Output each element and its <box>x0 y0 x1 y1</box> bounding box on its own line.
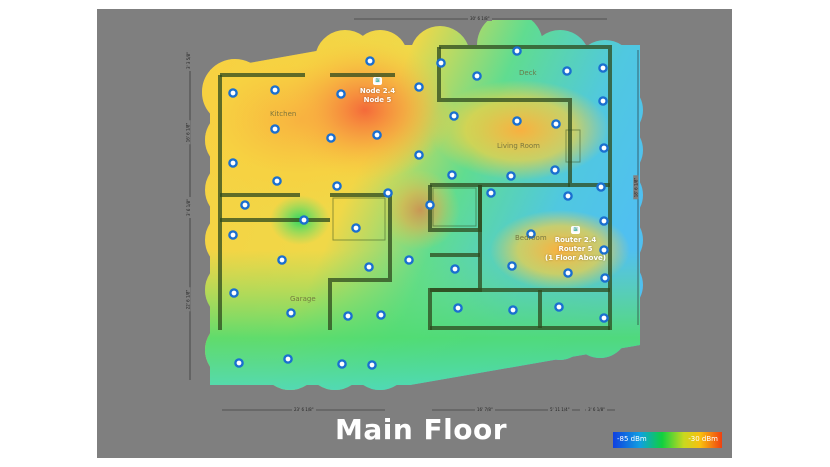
measurement-point[interactable] <box>449 111 459 121</box>
signal-legend: -85 dBm -30 dBm <box>613 432 722 448</box>
measurement-point[interactable] <box>453 303 463 313</box>
measurement-point[interactable] <box>425 200 435 210</box>
measurement-point[interactable] <box>414 82 424 92</box>
ap-name-24: Node 2.4 <box>359 87 396 95</box>
dimension-bottom-right2: 3' 6 1/8" <box>586 407 608 412</box>
measurement-point[interactable] <box>599 143 609 153</box>
measurement-point[interactable] <box>600 273 610 283</box>
measurement-point[interactable] <box>336 89 346 99</box>
measurement-point[interactable] <box>364 262 374 272</box>
measurement-point[interactable] <box>508 305 518 315</box>
dimension-left-2: 16' 6 1/8" <box>185 120 191 145</box>
ap-name-24: Router 2.4 <box>554 236 597 244</box>
measurement-point[interactable] <box>272 176 282 186</box>
dimension-bottom-left: 23' 6 1/8" <box>292 407 316 412</box>
measurement-point[interactable] <box>598 63 608 73</box>
dimension-left-4: 22' 6 1/8" <box>185 287 191 312</box>
measurement-point[interactable] <box>286 308 296 318</box>
measurement-point[interactable] <box>512 46 522 56</box>
dimension-bottom-mid: 16' 7/8" <box>475 407 495 412</box>
room-label-kitchen: Kitchen <box>270 110 297 118</box>
measurement-point[interactable] <box>598 96 608 106</box>
measurement-point[interactable] <box>337 359 347 369</box>
measurement-point[interactable] <box>506 171 516 181</box>
signal-coverage <box>202 20 643 390</box>
measurement-point[interactable] <box>270 85 280 95</box>
measurement-point[interactable] <box>550 165 560 175</box>
measurement-point[interactable] <box>562 66 572 76</box>
measurement-point[interactable] <box>229 288 239 298</box>
room-label-living-room: Living Room <box>497 142 540 150</box>
measurement-point[interactable] <box>599 216 609 226</box>
measurement-point[interactable] <box>599 313 609 323</box>
measurement-point[interactable] <box>383 188 393 198</box>
ap-name-5: Router 5 <box>558 245 593 253</box>
measurement-point[interactable] <box>228 88 238 98</box>
room-label-bedroom: Bedroom <box>515 234 547 242</box>
measurement-point[interactable] <box>554 302 564 312</box>
dimension-left-1: 3' 3 5/8" <box>186 49 192 72</box>
measurement-point[interactable] <box>240 200 250 210</box>
measurement-point[interactable] <box>351 223 361 233</box>
measurement-point[interactable] <box>283 354 293 364</box>
measurement-point[interactable] <box>563 191 573 201</box>
legend-min: -85 dBm <box>617 435 647 443</box>
measurement-point[interactable] <box>599 245 609 255</box>
floor-title: Main Floor <box>335 413 508 446</box>
dimension-right: 18' 6 1/8" <box>633 175 639 200</box>
measurement-points <box>228 46 610 370</box>
measurement-point[interactable] <box>596 182 606 192</box>
measurement-point[interactable] <box>551 119 561 129</box>
measurement-point[interactable] <box>277 255 287 265</box>
measurement-point[interactable] <box>299 215 309 225</box>
measurement-point[interactable] <box>486 188 496 198</box>
wifi-icon: ≋ <box>373 77 382 85</box>
measurement-point[interactable] <box>228 230 238 240</box>
measurement-point[interactable] <box>270 124 280 134</box>
measurement-point[interactable] <box>414 150 424 160</box>
measurement-point[interactable] <box>512 116 522 126</box>
measurement-point[interactable] <box>343 311 353 321</box>
measurement-point[interactable] <box>376 310 386 320</box>
measurement-point[interactable] <box>526 229 536 239</box>
legend-max: -30 dBm <box>688 435 718 443</box>
measurement-point[interactable] <box>447 170 457 180</box>
ap-floor-note: (1 Floor Above) <box>545 254 606 262</box>
measurement-point[interactable] <box>563 268 573 278</box>
measurement-point[interactable] <box>365 56 375 66</box>
measurement-point[interactable] <box>234 358 244 368</box>
dimension-top: 30' 6 1/8" <box>468 16 492 21</box>
access-point-router[interactable]: ≋ Router 2.4 Router 5 (1 Floor Above) <box>538 226 613 263</box>
access-point-node[interactable]: ≋ Node 2.4 Node 5 <box>350 77 405 105</box>
walls <box>218 45 612 330</box>
measurement-point[interactable] <box>326 133 336 143</box>
measurement-point[interactable] <box>228 158 238 168</box>
dimension-bottom-right1: 5' 11 1/4" <box>548 407 572 412</box>
measurement-point[interactable] <box>436 58 446 68</box>
ap-name-5: Node 5 <box>363 96 392 104</box>
measurement-point[interactable] <box>367 360 377 370</box>
measurement-point[interactable] <box>404 255 414 265</box>
room-label-garage: Garage <box>290 295 316 303</box>
room-label-deck: Deck <box>519 69 537 77</box>
measurement-point[interactable] <box>507 261 517 271</box>
wifi-icon: ≋ <box>571 226 580 234</box>
measurement-point[interactable] <box>372 130 382 140</box>
measurement-point[interactable] <box>332 181 342 191</box>
measurement-point[interactable] <box>450 264 460 274</box>
measurement-point[interactable] <box>472 71 482 81</box>
dimension-left-3: 3' 6 1/8" <box>186 196 192 219</box>
